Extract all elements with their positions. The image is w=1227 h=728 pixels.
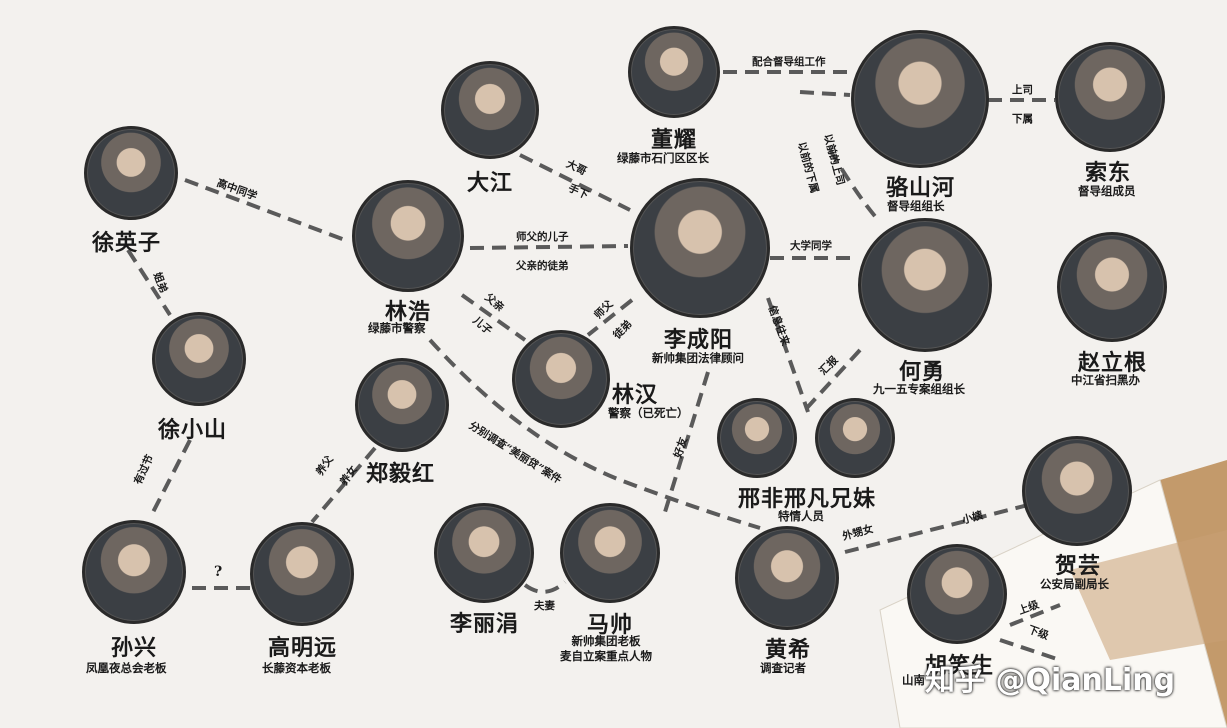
avatar-he-yong: [858, 218, 992, 352]
avatar-hu-xiaosheng: [907, 544, 1007, 644]
name-gao-mingyuan: 高明远: [268, 635, 338, 661]
rel-uni-mates: 大学同学: [790, 240, 832, 252]
rel-unknown: ?: [214, 564, 223, 580]
rel-cooperate: 配合督导组工作: [752, 56, 826, 68]
name-he-yun: 贺芸: [1055, 553, 1102, 579]
rel-father-son: 师父的儿子: [516, 231, 569, 243]
role-huang-xi: 调查记者: [760, 661, 806, 675]
avatar-lin-han: [512, 330, 610, 428]
role-sun-xing: 凤凰夜总会老板: [86, 661, 167, 675]
avatar-xu-yingzi: [84, 126, 178, 220]
name-li-lijuan: 李丽涓: [450, 611, 520, 637]
avatar-da-jiang: [441, 61, 539, 159]
avatar-gao-mingyuan: [250, 522, 354, 626]
name-zheng-yihong: 郑毅红: [366, 461, 436, 487]
rel-subordinate: 下属: [1012, 113, 1033, 125]
role-dong-yao: 绿藤市石门区区长: [617, 151, 709, 165]
name-hu-xiaosheng: 胡笑生: [925, 653, 995, 679]
role-hu-xiaosheng: 山南: [902, 673, 925, 687]
name-dong-yao: 董耀: [651, 127, 698, 153]
avatar-zhao-ligen: [1057, 232, 1167, 342]
name-ma-shuai: 马帅: [587, 612, 634, 638]
name-luo-shanhe: 骆山河: [886, 175, 956, 201]
rel-superior: 上司: [1012, 84, 1033, 96]
role-gao-mingyuan: 长藤资本老板: [262, 661, 331, 675]
role-luo-shanhe: 督导组组长: [887, 199, 945, 213]
avatar-dong-yao: [628, 26, 720, 118]
paper-corner-decoration: [879, 460, 1227, 728]
role-suo-dong: 督导组成员: [1078, 184, 1136, 198]
name-lin-han: 林汉: [612, 382, 659, 408]
role-xing-brothers: 特情人员: [778, 509, 824, 523]
name-suo-dong: 索东: [1085, 160, 1132, 186]
name-da-jiang: 大江: [467, 170, 514, 196]
role-zhao-ligen: 中江省扫黑办: [1071, 373, 1140, 387]
rel-father-apprentice: 父亲的徒弟: [516, 260, 569, 272]
role-lin-han: 警察（已死亡）: [608, 406, 689, 420]
avatar-lin-hao: [352, 180, 464, 292]
role-lin-hao: 绿藤市警察: [368, 321, 426, 335]
name-sun-xing: 孙兴: [111, 635, 158, 661]
rel-spouse: 夫妻: [534, 600, 555, 612]
role-he-yong: 九一五专案组组长: [873, 382, 965, 396]
name-zhao-ligen: 赵立根: [1078, 350, 1148, 376]
name-li-chengyang: 李成阳: [664, 327, 734, 353]
avatar-zheng-yihong: [355, 358, 449, 452]
role-he-yun: 公安局副局长: [1040, 577, 1109, 591]
avatar-xu-xiaoshan: [152, 312, 246, 406]
avatar-suo-dong: [1055, 42, 1165, 152]
avatar-li-chengyang: [630, 178, 770, 318]
avatar-sun-xing: [82, 520, 186, 624]
avatar-huang-xi: [735, 526, 839, 630]
name-he-yong: 何勇: [899, 359, 946, 385]
name-xing-brothers: 邢非邢凡兄妹: [738, 486, 877, 512]
name-xu-xiaoshan: 徐小山: [158, 417, 228, 443]
name-xu-yingzi: 徐英子: [92, 230, 162, 256]
avatar-xing-fei: [717, 398, 797, 478]
watermark: 知乎 @QianLing: [925, 663, 1176, 698]
name-huang-xi: 黄希: [765, 637, 812, 663]
name-lin-hao: 林浩: [385, 299, 432, 325]
role-li-chengyang: 新帅集团法律顾问: [652, 351, 744, 365]
avatar-luo-shanhe: [851, 30, 989, 168]
role-ma-shuai: 新帅集团老板 麦自立案重点人物: [560, 634, 652, 663]
avatar-xing-fan: [815, 398, 895, 478]
avatar-li-lijuan: [434, 503, 534, 603]
avatar-he-yun: [1022, 436, 1132, 546]
avatar-ma-shuai: [560, 503, 660, 603]
